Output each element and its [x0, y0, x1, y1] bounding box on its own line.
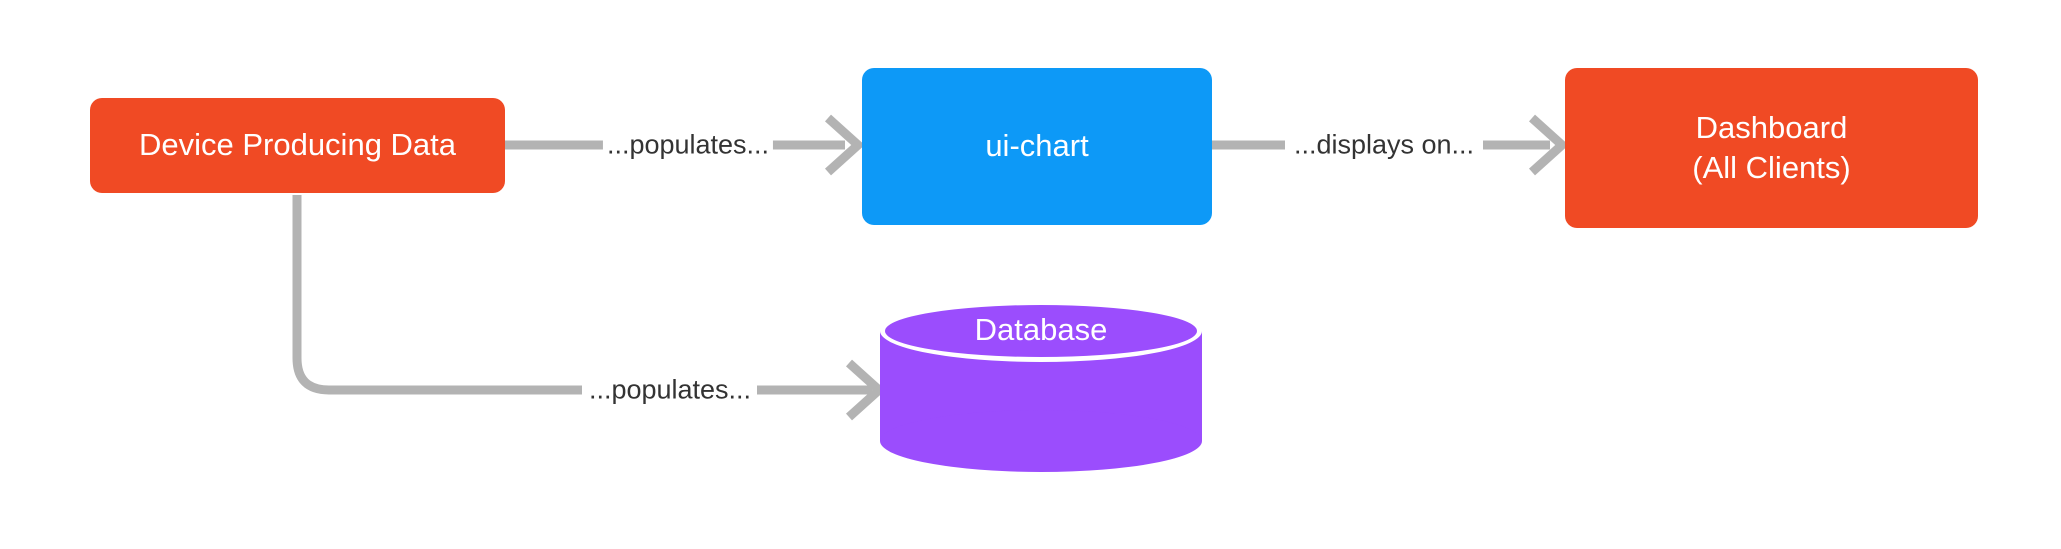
node-dashboard-label-line1: Dashboard: [1695, 110, 1848, 146]
node-database[interactable]: Database: [880, 300, 1202, 472]
node-database-label: Database: [974, 312, 1108, 347]
arrowhead-icon: [1528, 114, 1569, 176]
edge-label-uichart-to-dashboard: ...displays on...: [1289, 131, 1479, 159]
edge-label-device-to-uichart: ...populates...: [602, 131, 774, 159]
node-device-label: Device Producing Data: [138, 127, 457, 163]
node-device-producing-data[interactable]: Device Producing Data: [90, 98, 505, 193]
arrowhead-icon: [845, 359, 886, 421]
node-dashboard[interactable]: Dashboard (All Clients): [1565, 68, 1978, 228]
node-dashboard-label-line2: (All Clients): [1692, 150, 1851, 185]
edge-label-device-to-database: ...populates...: [584, 376, 756, 404]
cylinder-top-cap-icon: [880, 300, 1202, 362]
node-ui-chart-label: ui-chart: [985, 128, 1089, 164]
arrowhead-icon: [824, 114, 865, 176]
node-ui-chart[interactable]: ui-chart: [862, 68, 1212, 225]
cylinder-bottom-cap-icon: [880, 410, 1202, 472]
